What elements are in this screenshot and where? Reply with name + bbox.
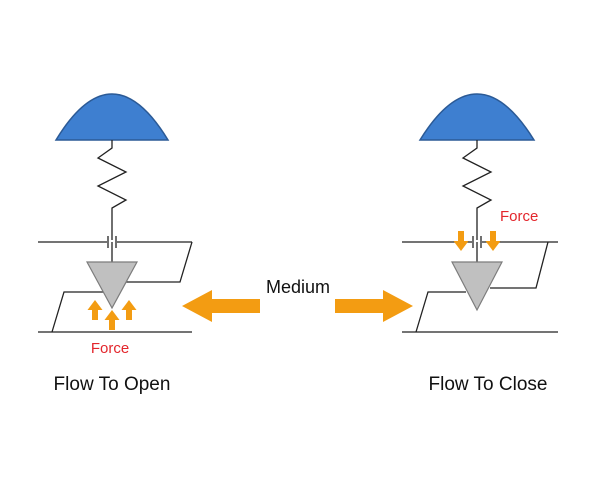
force-label-left: Force: [91, 340, 129, 357]
arrow-down-icon: [485, 231, 501, 251]
force-arrows-down: [453, 231, 501, 251]
arrow-up-icon: [87, 300, 103, 320]
force-label-right: Force: [500, 208, 538, 225]
force-arrows-up: [87, 300, 137, 330]
passage-wall: [490, 241, 549, 289]
diaphragm-icon: [54, 93, 170, 141]
passage-wall: [415, 291, 466, 333]
valve-flow-to-close: Force Flow To Close: [402, 93, 558, 395]
spring-icon: [461, 140, 493, 240]
valve-plug-icon: [451, 261, 503, 312]
valve-plug-icon: [85, 261, 139, 310]
passage-wall: [120, 241, 193, 283]
arrow-up-icon: [121, 300, 137, 320]
medium-flow: Medium: [182, 277, 413, 322]
arrow-up-icon: [104, 310, 120, 330]
medium-label: Medium: [266, 277, 330, 297]
arrow-left-icon: [182, 290, 260, 322]
valve-flow-to-open: Force Flow To Open: [38, 93, 193, 395]
caption-flow-to-open: Flow To Open: [54, 374, 171, 395]
spring-icon: [96, 140, 128, 240]
arrow-right-icon: [335, 290, 413, 322]
caption-flow-to-close: Flow To Close: [429, 374, 548, 395]
arrow-down-icon: [453, 231, 469, 251]
diaphragm-icon: [418, 93, 536, 141]
passage-wall: [51, 291, 108, 333]
